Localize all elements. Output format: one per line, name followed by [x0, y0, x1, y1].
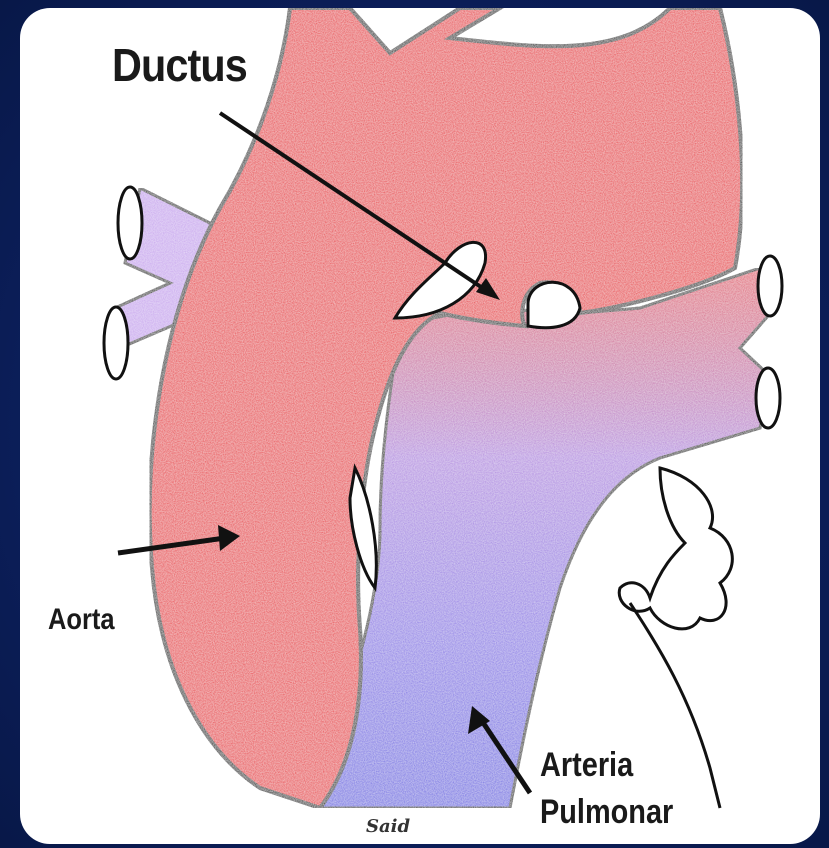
diagram-card: Ductus Aorta Arteria Pulmonar Said — [20, 8, 820, 844]
artist-signature: Said — [366, 816, 410, 837]
ductus-label: Ductus — [112, 38, 247, 92]
heart-body-outline — [630, 603, 720, 808]
heart-vessels-diagram — [20, 8, 820, 844]
atrial-appendage-outline — [619, 468, 732, 629]
arteria-label: Arteria — [540, 746, 633, 785]
aorta-label: Aorta — [48, 603, 115, 637]
pulmonar-label: Pulmonar — [540, 793, 673, 832]
